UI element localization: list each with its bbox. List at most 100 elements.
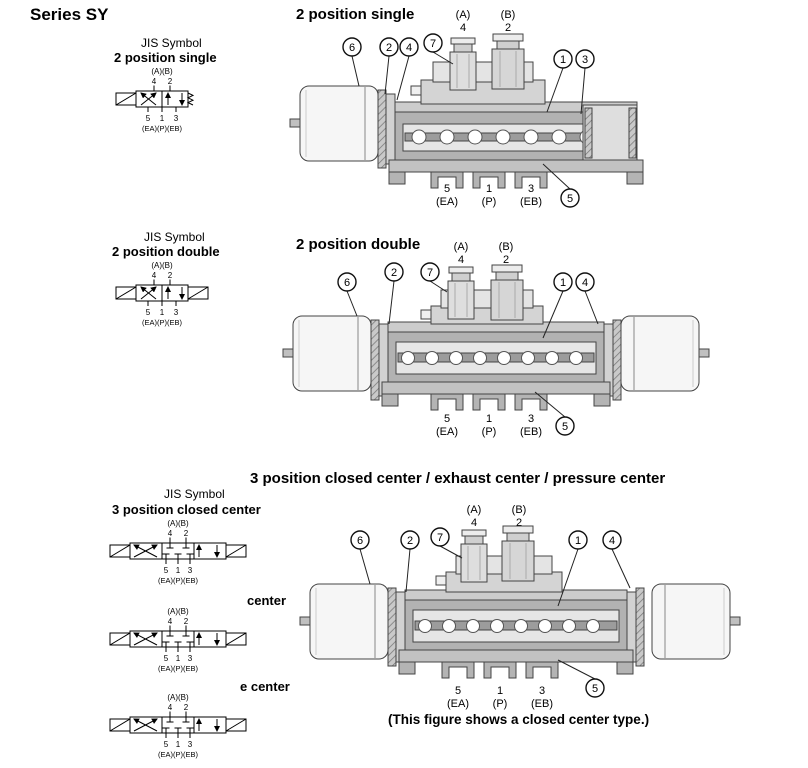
bottom-port-labels [447, 685, 553, 710]
callout-5: 5 [585, 678, 605, 698]
spool-seals [401, 351, 583, 365]
jis-symbol-caption-double: JIS Symbol [144, 230, 205, 244]
jis-diagram-2pos-single: (A)(B) 4 2 5 1 3 (EA)(P)(EB) [115, 67, 195, 133]
jis-diagram-3pos-pressure [100, 690, 250, 768]
callout-7: 7 [420, 262, 440, 282]
jis-1: 1 [160, 308, 165, 317]
jis-diagram-3pos-closed [100, 516, 250, 594]
leader-lines [351, 51, 586, 190]
top-port-labels [453, 241, 514, 266]
leader-lines [359, 545, 631, 680]
fitting-port-4 [449, 37, 477, 91]
callout-7: 7 [423, 33, 443, 53]
top-port-labels [466, 504, 527, 529]
leader-lines [346, 280, 599, 418]
jis-5: 5 [146, 114, 151, 123]
fitting-port-2 [501, 525, 535, 582]
svg-text:4: 4 [406, 42, 412, 54]
callout-4: 4 [602, 530, 622, 550]
solenoid-can-right [651, 583, 741, 660]
svg-text:2: 2 [386, 42, 392, 54]
cross-section-single: 6 2 4 7 1 3 5 [289, 9, 644, 208]
jis-4: 4 [152, 77, 157, 86]
jis-4: 4 [152, 271, 157, 280]
callout-7: 7 [430, 527, 450, 547]
fitting-port-2 [490, 264, 524, 321]
svg-text:4: 4 [582, 277, 588, 289]
cross-section-three-position: 6 2 7 1 4 5 [299, 504, 741, 710]
svg-text:6: 6 [349, 42, 355, 54]
svg-text:5: 5 [592, 683, 598, 695]
jis-title-single: 2 position single [114, 50, 217, 65]
valve-assembly [299, 525, 741, 678]
valve-assembly [282, 264, 710, 410]
top-port-labels [455, 9, 516, 34]
solenoid-can-right [620, 315, 710, 392]
section-heading-single: 2 position single [296, 6, 415, 23]
jis-title-three: 3 position closed center [112, 502, 261, 517]
jis-valve-graphic [115, 279, 209, 306]
svg-text:6: 6 [344, 277, 350, 289]
jis-title-pressure-partial: e center [240, 679, 290, 694]
jis-title-double: 2 position double [112, 244, 220, 259]
svg-text:4: 4 [609, 535, 615, 547]
bottom-port-labels [436, 413, 542, 438]
callout-3: 3 [575, 49, 595, 69]
callout-5: 5 [560, 188, 580, 208]
callout-6: 6 [350, 530, 370, 550]
callout-2: 2 [400, 530, 420, 550]
svg-text:7: 7 [427, 267, 433, 279]
jis-ab: (A)(B) [151, 67, 173, 76]
callout-1: 1 [553, 49, 573, 69]
jis-1: 1 [160, 114, 165, 123]
callout-4: 4 [575, 272, 595, 292]
jis-symbol-3pos [110, 607, 246, 673]
callout-1: 1 [553, 272, 573, 292]
callout-6: 6 [342, 37, 362, 57]
svg-text:2: 2 [391, 267, 397, 279]
jis-diagram-3pos-exhaust [100, 604, 250, 682]
callout-6: 6 [337, 272, 357, 292]
series-title: Series SY [30, 5, 109, 24]
svg-text:6: 6 [357, 535, 363, 547]
jis-valve-graphic [115, 85, 195, 112]
fitting-port-4 [460, 529, 488, 583]
jis-3: 3 [174, 114, 179, 123]
solenoid-can-left [282, 315, 372, 392]
svg-text:1: 1 [560, 54, 566, 66]
fitting-port-2 [491, 33, 525, 90]
section-heading-three: 3 position closed center / exhaust cente… [250, 470, 666, 487]
svg-text:2: 2 [407, 535, 413, 547]
jis-5: 5 [146, 308, 151, 317]
jis-diagram-2pos-double: (A)(B) 4 2 5 1 3 (EA)(P)(EB) [115, 261, 209, 327]
jis-ab: (A)(B) [151, 261, 173, 270]
callout-2: 2 [379, 37, 399, 57]
bottom-port-labels [436, 183, 542, 208]
jis-eapeb: (EA)(P)(EB) [142, 124, 183, 133]
svg-text:5: 5 [567, 193, 573, 205]
solenoid-can-left [299, 583, 389, 660]
jis-symbol-caption-single: JIS Symbol [141, 36, 202, 50]
svg-text:1: 1 [560, 277, 566, 289]
figure-note: (This figure shows a closed center type.… [388, 712, 650, 727]
cross-section-double: 6 2 7 1 4 5 [282, 241, 710, 438]
svg-text:7: 7 [437, 532, 443, 544]
jis-eapeb: (EA)(P)(EB) [142, 318, 183, 327]
svg-text:3: 3 [582, 54, 588, 66]
jis-symbol-3pos [110, 693, 246, 759]
solenoid-can-left [289, 85, 379, 162]
svg-text:5: 5 [562, 421, 568, 433]
svg-text:7: 7 [430, 38, 436, 50]
jis-3: 3 [174, 308, 179, 317]
callout-4: 4 [399, 37, 419, 57]
bottom-ports [431, 394, 547, 410]
callout-2: 2 [384, 262, 404, 282]
bottom-ports [442, 662, 558, 678]
svg-text:1: 1 [575, 535, 581, 547]
jis-title-exhaust-partial: center [247, 593, 287, 608]
jis-symbol-caption-three: JIS Symbol [164, 487, 225, 501]
fitting-port-4 [447, 266, 475, 320]
jis-symbol-3pos [110, 519, 246, 585]
valve-assembly [289, 33, 644, 188]
